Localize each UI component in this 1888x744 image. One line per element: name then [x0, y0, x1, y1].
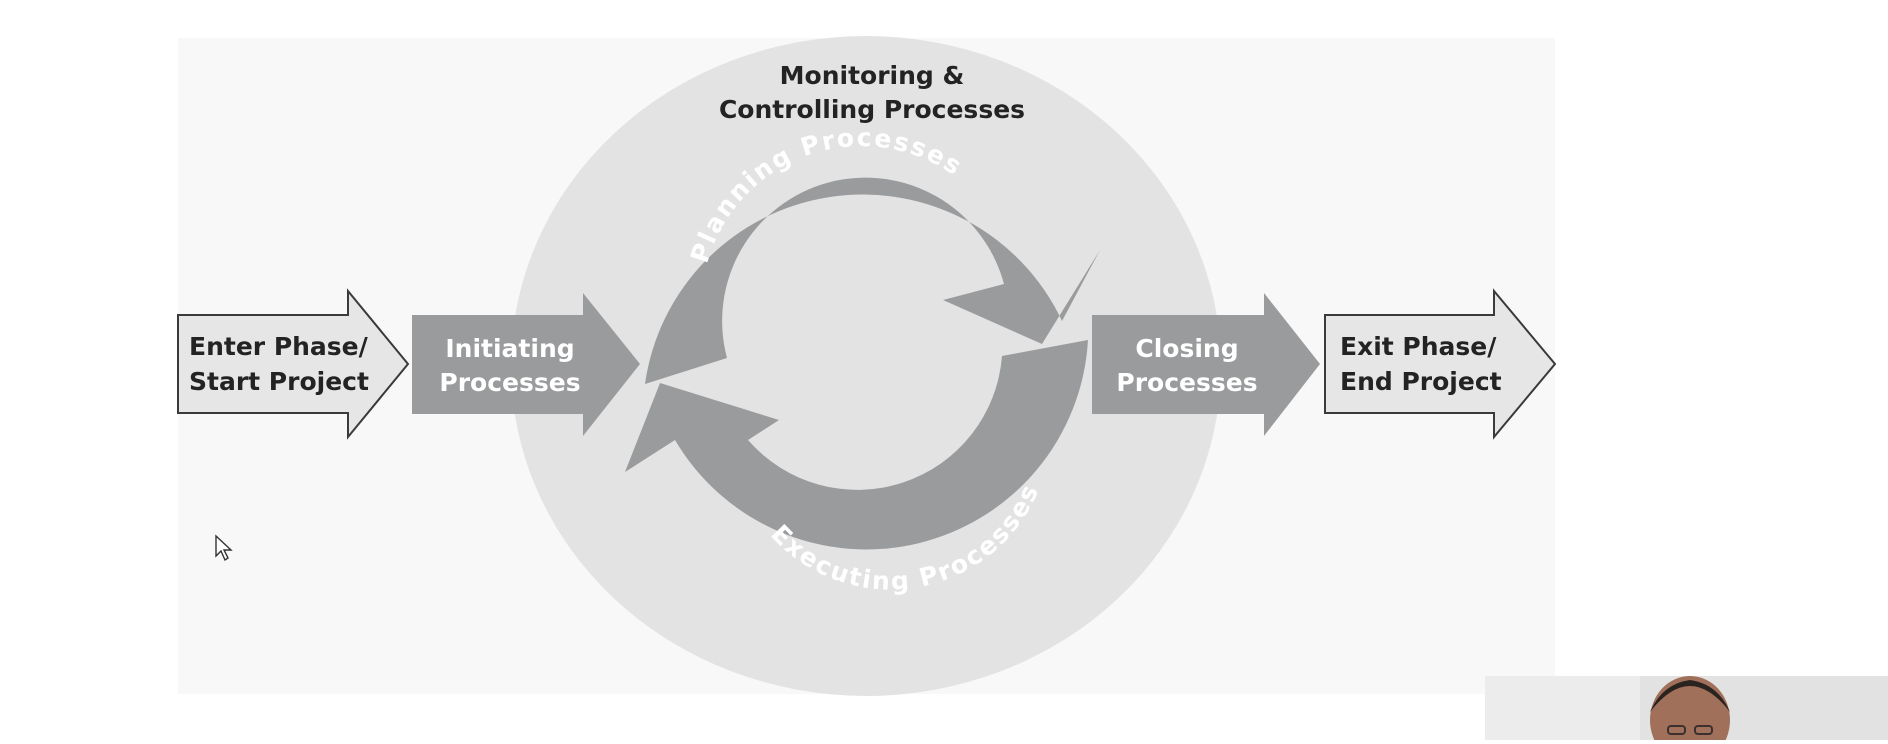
- enter-phase-label-line1: Enter Phase/: [189, 332, 369, 361]
- initiating-processes-arrow: [412, 293, 640, 436]
- initiating-label-line1: Initiating: [445, 334, 574, 363]
- exit-phase-label-line1: Exit Phase/: [1340, 332, 1497, 361]
- glasses-icon: [1667, 725, 1686, 735]
- closing-label-line2: Processes: [1116, 368, 1257, 397]
- executing-processes-arrow: [625, 340, 1088, 550]
- initiating-label-line2: Processes: [439, 368, 580, 397]
- webcam-thumbnail: [1485, 676, 1888, 744]
- enter-phase-arrow: [177, 288, 410, 440]
- mouse-pointer-icon: [215, 534, 233, 562]
- monitoring-label-line1: Monitoring &: [780, 61, 965, 90]
- presenter-hair: [1650, 680, 1730, 712]
- exit-phase-label-line2: End Project: [1340, 367, 1502, 396]
- planning-processes-arrow: [645, 177, 1100, 384]
- monitoring-controlling-circle: [511, 36, 1221, 696]
- monitoring-label-line2: Controlling Processes: [719, 95, 1025, 124]
- closing-label-line1: Closing: [1135, 334, 1238, 363]
- closing-processes-arrow: [1092, 293, 1320, 436]
- enter-phase-label-line2: Start Project: [189, 367, 369, 396]
- exit-phase-arrow: [1324, 288, 1557, 440]
